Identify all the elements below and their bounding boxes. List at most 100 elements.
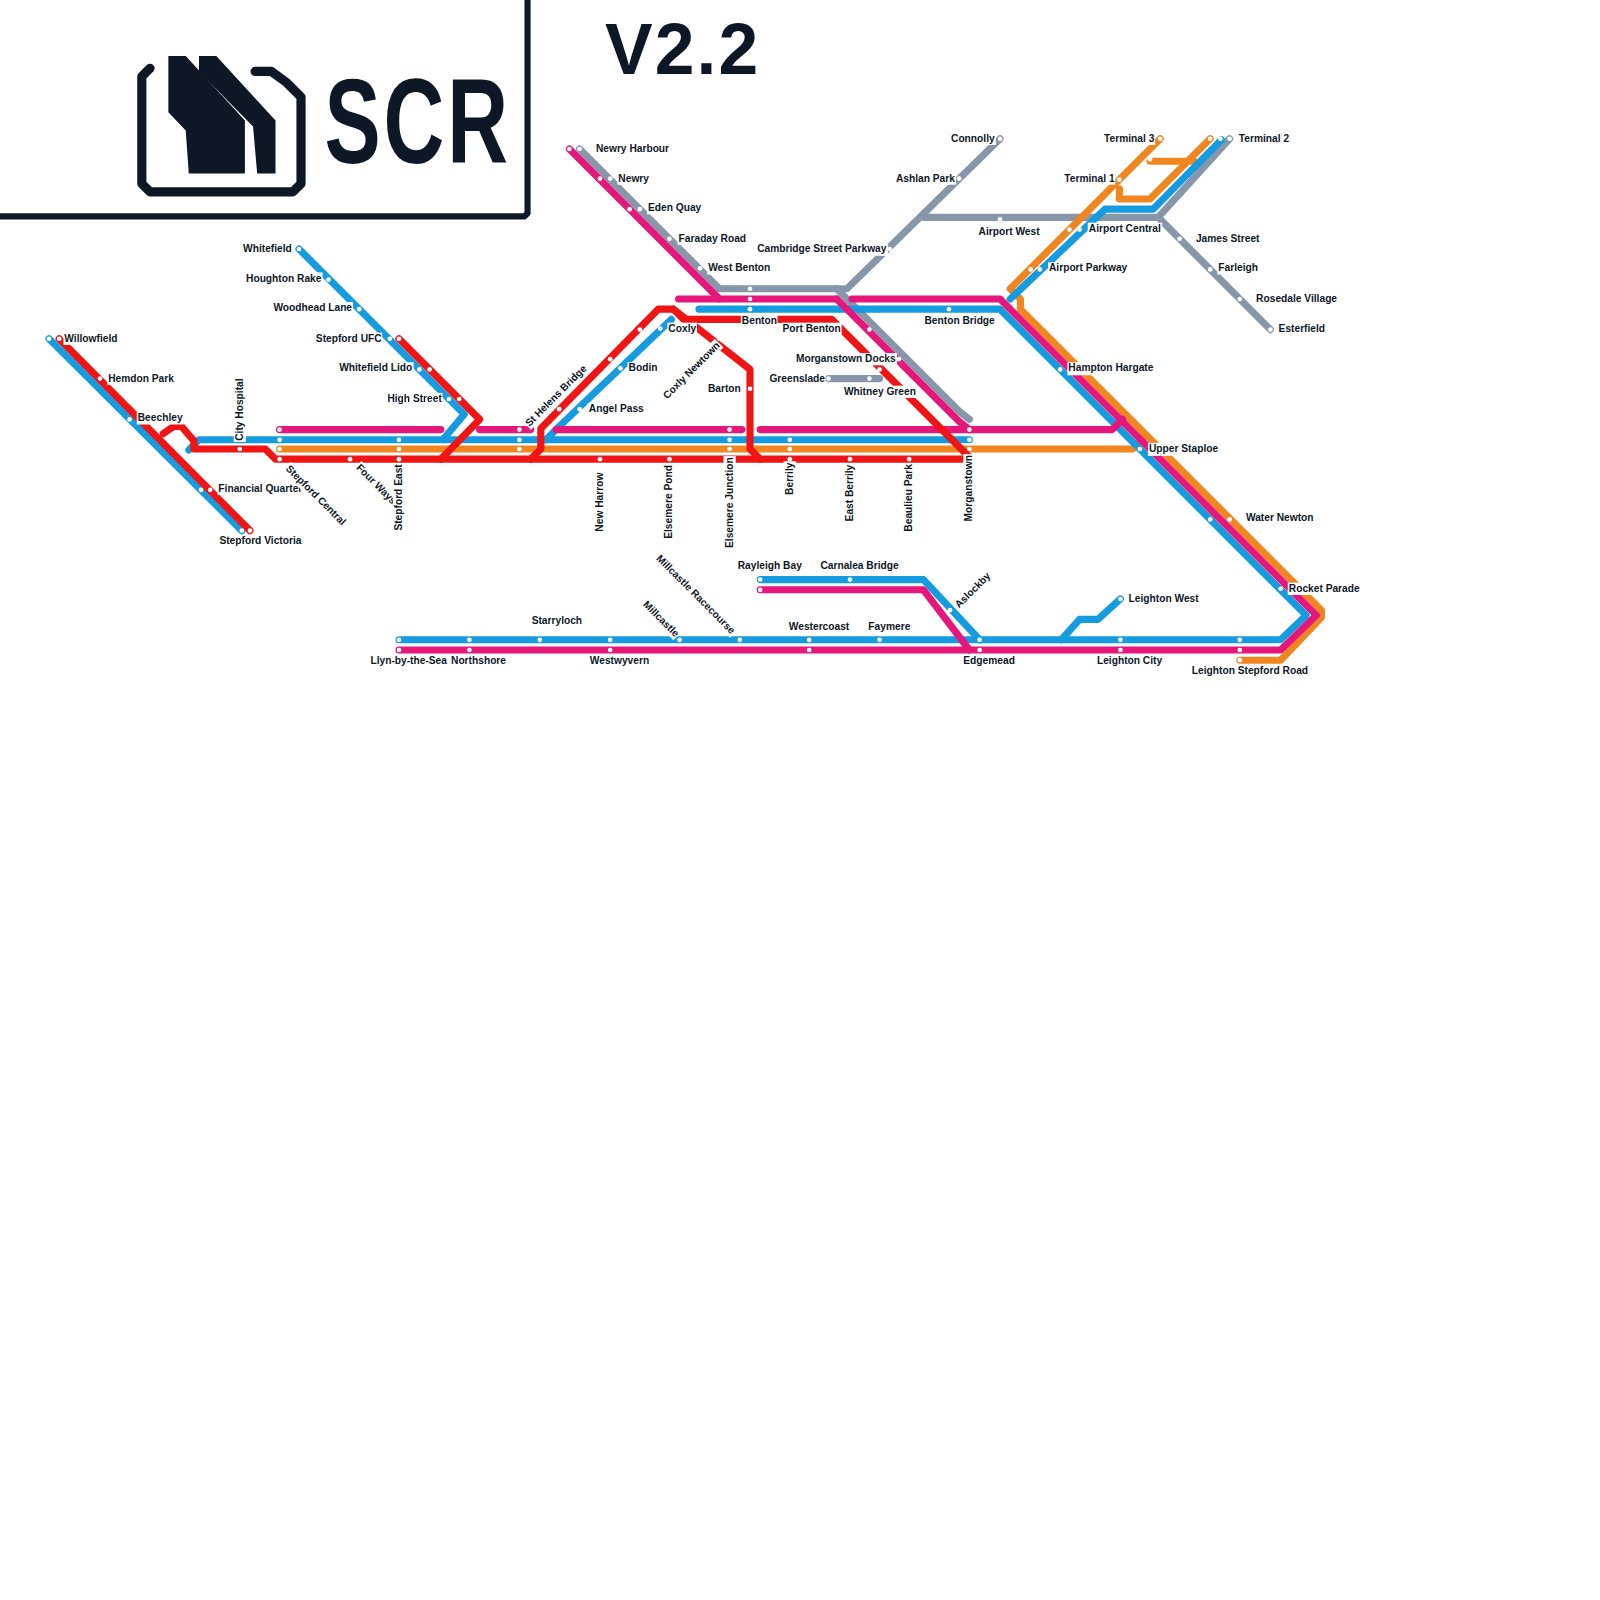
station-label: Greenslade xyxy=(768,372,826,384)
station-label: Newry Harbour xyxy=(595,143,670,155)
station-dot xyxy=(667,457,672,462)
station-dot xyxy=(748,297,753,302)
station-dot xyxy=(608,637,613,642)
station-label: Stepford Victoria xyxy=(218,535,302,547)
station-dot xyxy=(848,457,853,462)
pink-line xyxy=(480,426,531,433)
station-label: Llyn-by-the-Sea xyxy=(369,655,448,667)
station-dot xyxy=(717,336,722,341)
station-label: Faymere xyxy=(867,620,911,632)
station-dot xyxy=(737,637,742,642)
logo-frame xyxy=(0,0,528,216)
station-dot xyxy=(1177,236,1182,241)
station-dot xyxy=(1148,157,1153,162)
station-dot xyxy=(57,336,62,341)
station-dot xyxy=(1268,327,1273,332)
station-label: Cambridge Street Parkway xyxy=(756,243,887,255)
version-label: V2.2 xyxy=(605,14,760,85)
station-dot xyxy=(348,457,353,462)
station-dot xyxy=(1067,227,1072,232)
station-dot xyxy=(867,376,872,381)
red-line xyxy=(163,427,969,460)
station-label: Stepford East xyxy=(393,463,405,531)
blue-line xyxy=(1061,599,1120,640)
station-dot xyxy=(1208,267,1213,272)
station-label: New Harrow xyxy=(594,472,606,533)
blue-line xyxy=(49,339,242,531)
station-label: Willowfield xyxy=(63,333,118,345)
blue-line xyxy=(443,436,970,443)
station-label: Terminal 2 xyxy=(1238,133,1290,145)
station-dot xyxy=(947,307,952,312)
station-dot xyxy=(807,648,812,653)
station-dot xyxy=(397,437,402,442)
station-label: City Hospital xyxy=(234,377,246,441)
station-label: Beaulieu Park xyxy=(903,463,915,533)
station-dot xyxy=(447,397,452,402)
station-dot xyxy=(427,367,432,372)
station-dot xyxy=(467,637,472,642)
station-dot xyxy=(557,407,562,412)
station-dot xyxy=(877,367,882,372)
station-dot xyxy=(277,447,282,452)
station-dot xyxy=(1237,658,1242,663)
station-dot xyxy=(237,447,242,452)
station-dot xyxy=(1117,177,1122,182)
station-dot xyxy=(967,447,972,452)
station-dot xyxy=(748,307,753,312)
station-dot xyxy=(727,447,732,452)
station-label: Westercoast xyxy=(788,620,851,632)
station-dot xyxy=(1028,267,1033,272)
station-dot xyxy=(1037,267,1042,272)
station-label: Whitney Green xyxy=(843,386,917,398)
station-dot xyxy=(517,427,522,432)
station-label: Airport West xyxy=(978,226,1041,238)
station-label: Stepford Central xyxy=(282,462,349,529)
station-label: Coxly xyxy=(667,322,697,334)
station-dot xyxy=(1118,597,1123,602)
station-dot xyxy=(977,648,982,653)
station-label: Connolly xyxy=(950,133,996,145)
station-dot xyxy=(727,427,732,432)
station-dot xyxy=(467,648,472,653)
station-dot xyxy=(627,207,632,212)
station-dot xyxy=(248,528,253,533)
station-label: Eden Quay xyxy=(647,202,702,214)
station-label: Elsemere Junction xyxy=(723,456,735,549)
station-label: Carnalea Bridge xyxy=(819,560,899,572)
station-label: Aslockby xyxy=(952,569,994,611)
station-dot xyxy=(677,637,682,642)
station-label: Woodhead Lane xyxy=(272,302,353,314)
station-label: Northshore xyxy=(450,655,507,667)
station-dot xyxy=(417,367,422,372)
station-dot xyxy=(277,457,282,462)
station-dot xyxy=(1237,648,1242,653)
station-dot xyxy=(326,277,331,282)
blue-line xyxy=(1010,140,1221,299)
station-dot xyxy=(457,397,462,402)
station-dot xyxy=(887,247,892,252)
station-label: High Street xyxy=(386,393,442,405)
station-label: Bodin xyxy=(628,362,659,374)
station-dot xyxy=(1137,447,1142,452)
station-dot xyxy=(397,457,402,462)
station-label: Upper Staploe xyxy=(1148,443,1219,455)
station-dot xyxy=(807,637,812,642)
station-dot xyxy=(239,528,244,533)
station-label: Terminal 1 xyxy=(1063,172,1115,184)
station-dot xyxy=(517,437,522,442)
station-label: Whitefield Lido xyxy=(338,362,413,374)
station-dot xyxy=(848,326,853,331)
station-dot xyxy=(387,336,392,341)
station-dot xyxy=(297,247,302,252)
station-dot xyxy=(1227,136,1232,141)
station-label: Barton xyxy=(707,383,742,395)
station-label: Water Newton xyxy=(1245,512,1315,524)
station-label: Terminal 3 xyxy=(1103,133,1155,145)
station-label: Farleigh xyxy=(1217,262,1259,274)
station-label: West Benton xyxy=(707,262,771,274)
pink-line xyxy=(280,426,441,433)
station-dot xyxy=(967,437,972,442)
station-dot xyxy=(397,637,402,642)
station-label: Westwyvern xyxy=(589,655,650,667)
